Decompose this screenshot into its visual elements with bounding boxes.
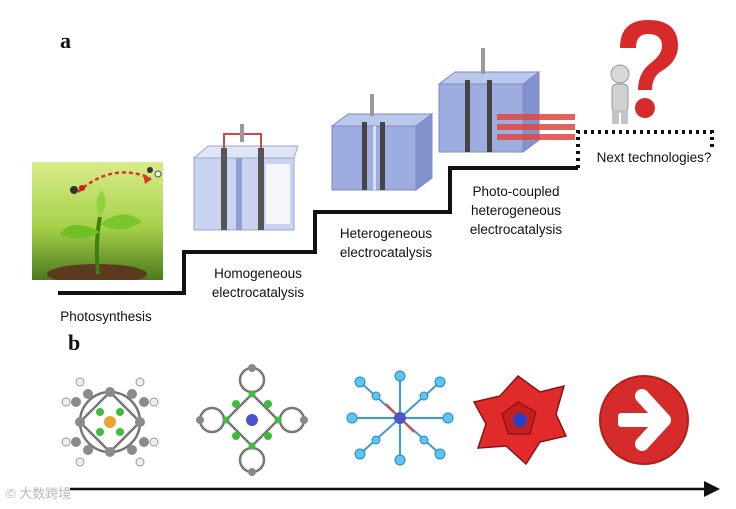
- panel-b-label: b: [68, 330, 81, 355]
- plant-photo: [32, 162, 163, 280]
- stage-line: Heterogeneous: [339, 226, 433, 241]
- metal-complex-molecule: [346, 370, 454, 466]
- porphyrin-molecule: [61, 377, 159, 467]
- photo-coupled-cell: [437, 48, 575, 153]
- stage-label-photo-coupled: Photo-coupled heterogeneous electrocatal…: [456, 182, 576, 239]
- stage-line: Photo-coupled: [472, 184, 560, 199]
- stage-line: Homogeneous: [214, 266, 302, 281]
- polyoxometalate-cluster: [472, 374, 568, 466]
- phthalocyanine-molecule: [196, 364, 308, 476]
- stage-line: electrocatalysis: [211, 285, 305, 300]
- stage-label-photosynthesis: Photosynthesis: [46, 307, 166, 326]
- staircase-line: [58, 166, 578, 295]
- watermark-text: © 大数跨境: [6, 486, 72, 501]
- heterogeneous-cell: [330, 94, 434, 191]
- timeline-arrow-head: [704, 481, 720, 497]
- stage-label-homogeneous: Homogeneous electrocatalysis: [198, 264, 318, 302]
- homogeneous-cell: [192, 124, 299, 231]
- stage-line: electrocatalysis: [339, 245, 433, 260]
- panel-a-label: a: [60, 28, 71, 53]
- stage-line: electrocatalysis: [469, 222, 563, 237]
- next-arrow-icon: [599, 375, 689, 465]
- question-mark-figure: [610, 20, 678, 124]
- stage-label-heterogeneous: Heterogeneous electrocatalysis: [326, 224, 446, 262]
- stage-line: Photosynthesis: [60, 309, 152, 324]
- stage-line: heterogeneous: [470, 203, 562, 218]
- next-technologies-label: Next technologies?: [596, 150, 712, 165]
